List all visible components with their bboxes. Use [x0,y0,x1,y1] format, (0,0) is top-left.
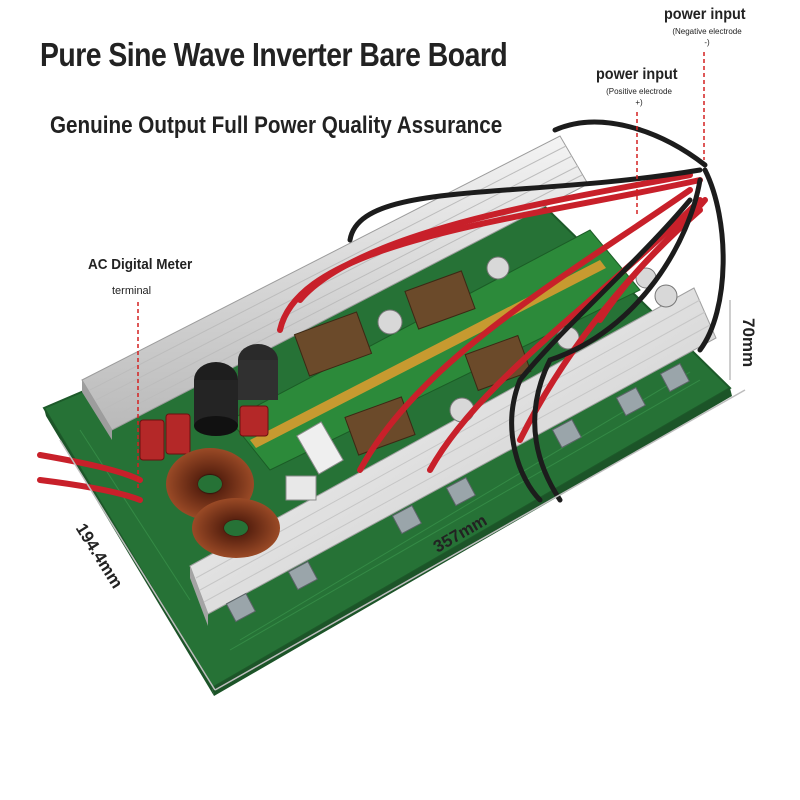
black-power-wires [347,119,726,503]
callout-negative-label: power input [664,6,746,23]
capacitors [194,256,678,436]
dimension-height: 70mm [739,318,758,368]
callout-negative-note: (Negative electrode -) [672,26,742,48]
callout-meter-label: AC Digital Meter [88,256,193,273]
connector-header [285,421,344,501]
page-subtitle: Genuine Output Full Power Quality Assura… [50,112,503,139]
callout-positive-note: (Positive electrode +) [600,86,678,108]
page-title: Pure Sine Wave Inverter Bare Board [40,36,508,73]
callout-positive-note-1: (Positive electrode [606,87,672,96]
annotation-lines [137,52,705,490]
callout-positive-note-2: +) [635,98,643,107]
heatsink-rear [81,135,589,440]
callout-negative-note-1: (Negative electrode [672,27,742,36]
callout-positive-label: power input [596,66,678,83]
toroid-inductors [166,448,280,558]
transformers [293,270,532,456]
mosfet-row [225,362,690,623]
callout-negative-note-2: -) [704,38,710,47]
film-capacitors [139,405,269,461]
dimension-lines [59,300,746,691]
red-power-wires [37,172,708,503]
callout-meter-note: terminal [112,285,152,297]
heatsink-front [189,287,717,626]
